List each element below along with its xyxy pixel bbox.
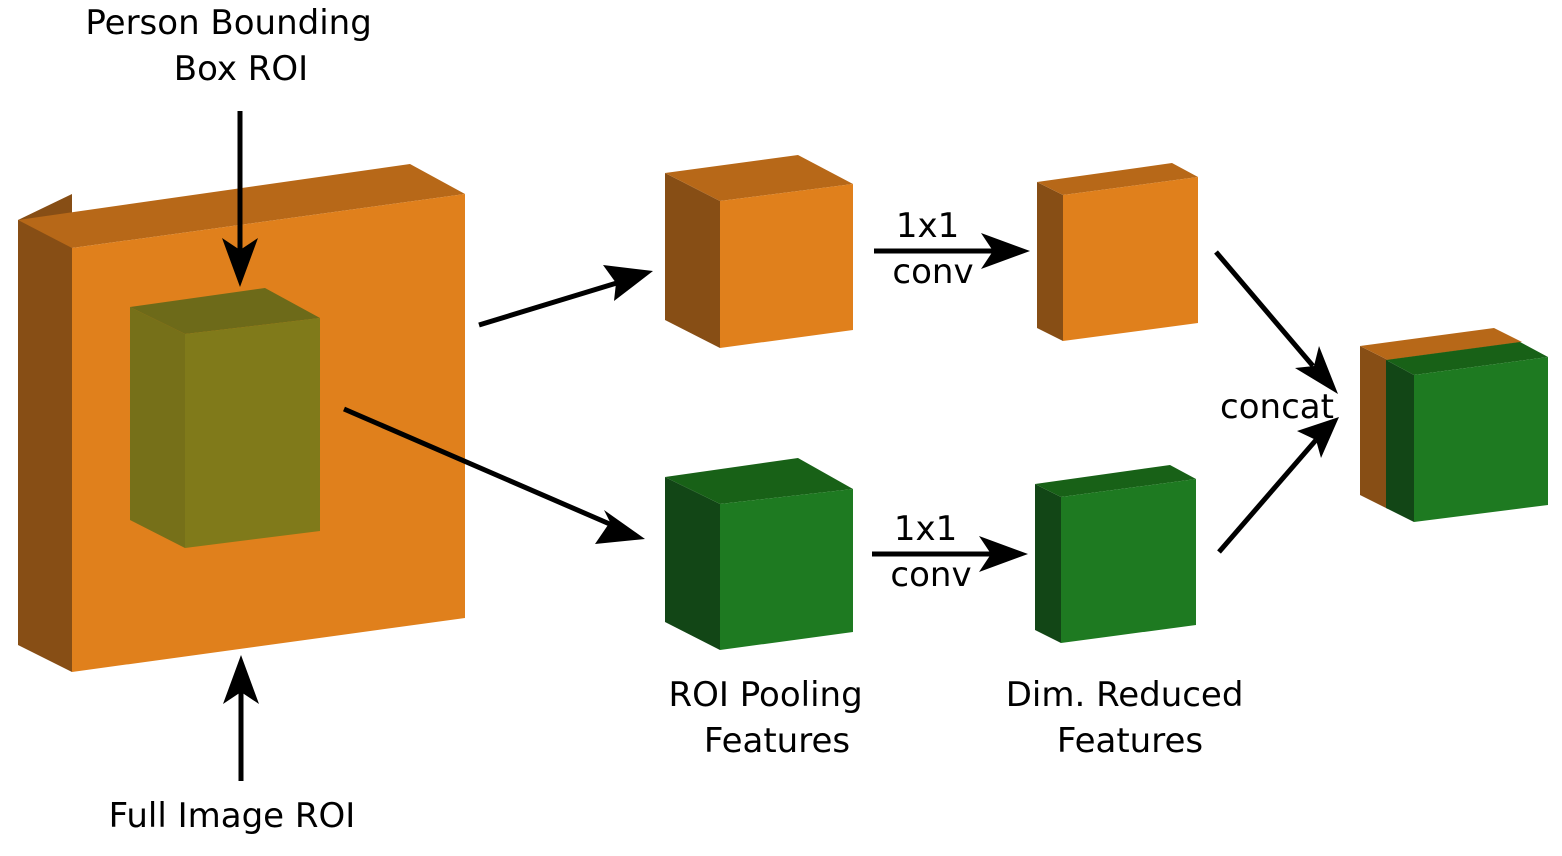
roi-pooling-label-line2: Features — [704, 721, 850, 761]
person-roi-label-line2: Box ROI — [174, 49, 308, 89]
dim-orange-cube-front — [1063, 177, 1198, 341]
roi-pooling-green-cube — [665, 458, 853, 650]
bottom-conv-label: 1x1 conv — [890, 509, 971, 595]
concat-orange-top — [1360, 328, 1522, 360]
dim-orange-cube-side — [1037, 182, 1063, 341]
roi-orange-cube-side — [665, 173, 720, 348]
dim-reduced-label-line1: Dim. Reduced — [1006, 675, 1244, 715]
full-image-block-side — [18, 194, 72, 672]
dim-green-cube-front — [1061, 479, 1196, 643]
person-roi-label: Person Bounding Box ROI — [85, 3, 382, 89]
concat-green-front — [1414, 357, 1548, 522]
arrow-to-roi-orange — [478, 265, 653, 328]
concat-arrow-top — [1214, 250, 1338, 394]
full-image-roi-arrow — [223, 655, 259, 781]
dim-reduced-orange-cube — [1037, 163, 1198, 341]
arrows — [222, 111, 1339, 781]
dim-green-cube-side — [1035, 484, 1061, 643]
full-image-roi-label: Full Image ROI — [109, 796, 356, 836]
roi-green-cube-top — [665, 458, 853, 504]
roi-green-cube-front — [720, 489, 853, 650]
dim-orange-cube-top — [1037, 163, 1198, 195]
top-conv-arrow — [874, 233, 1030, 269]
roi-pooling-label-line1: ROI Pooling — [669, 675, 863, 715]
concat-green-top — [1386, 342, 1548, 375]
top-conv-label-line1: 1x1 — [896, 206, 959, 246]
person-roi-arrow — [222, 111, 258, 287]
dim-reduced-green-cube — [1035, 465, 1196, 643]
dim-green-cube-top — [1035, 465, 1196, 497]
arrow-to-roi-green — [343, 406, 645, 544]
top-conv-label: 1x1 conv — [892, 206, 973, 292]
roi-pooling-orange-cube — [665, 155, 853, 348]
dim-reduced-label-line2: Features — [1057, 721, 1203, 761]
concat-arrow-bottom — [1217, 417, 1339, 554]
roi-orange-cube-top — [665, 155, 853, 201]
concat-block — [1360, 328, 1548, 522]
bottom-conv-label-line1: 1x1 — [894, 509, 957, 549]
person-roi-block — [130, 288, 320, 548]
concat-label: concat — [1220, 387, 1334, 427]
bottom-conv-arrow — [872, 536, 1028, 572]
roi-pooling-label: ROI Pooling Features — [669, 675, 874, 761]
dim-reduced-label: Dim. Reduced Features — [1006, 675, 1255, 761]
concat-orange-side — [1360, 346, 1388, 509]
roi-orange-cube-front — [720, 184, 853, 348]
top-conv-label-line2: conv — [892, 252, 973, 292]
concat-green-side — [1386, 360, 1414, 522]
roi-green-cube-side — [665, 477, 720, 650]
person-roi-label-line1: Person Bounding — [85, 3, 371, 43]
bottom-conv-label-line2: conv — [890, 555, 971, 595]
person-roi-block-front — [185, 318, 320, 548]
labels: Person Bounding Box ROI Full Image ROI 1… — [85, 3, 1334, 836]
person-roi-block-top — [130, 288, 320, 334]
person-roi-block-side — [130, 307, 185, 548]
